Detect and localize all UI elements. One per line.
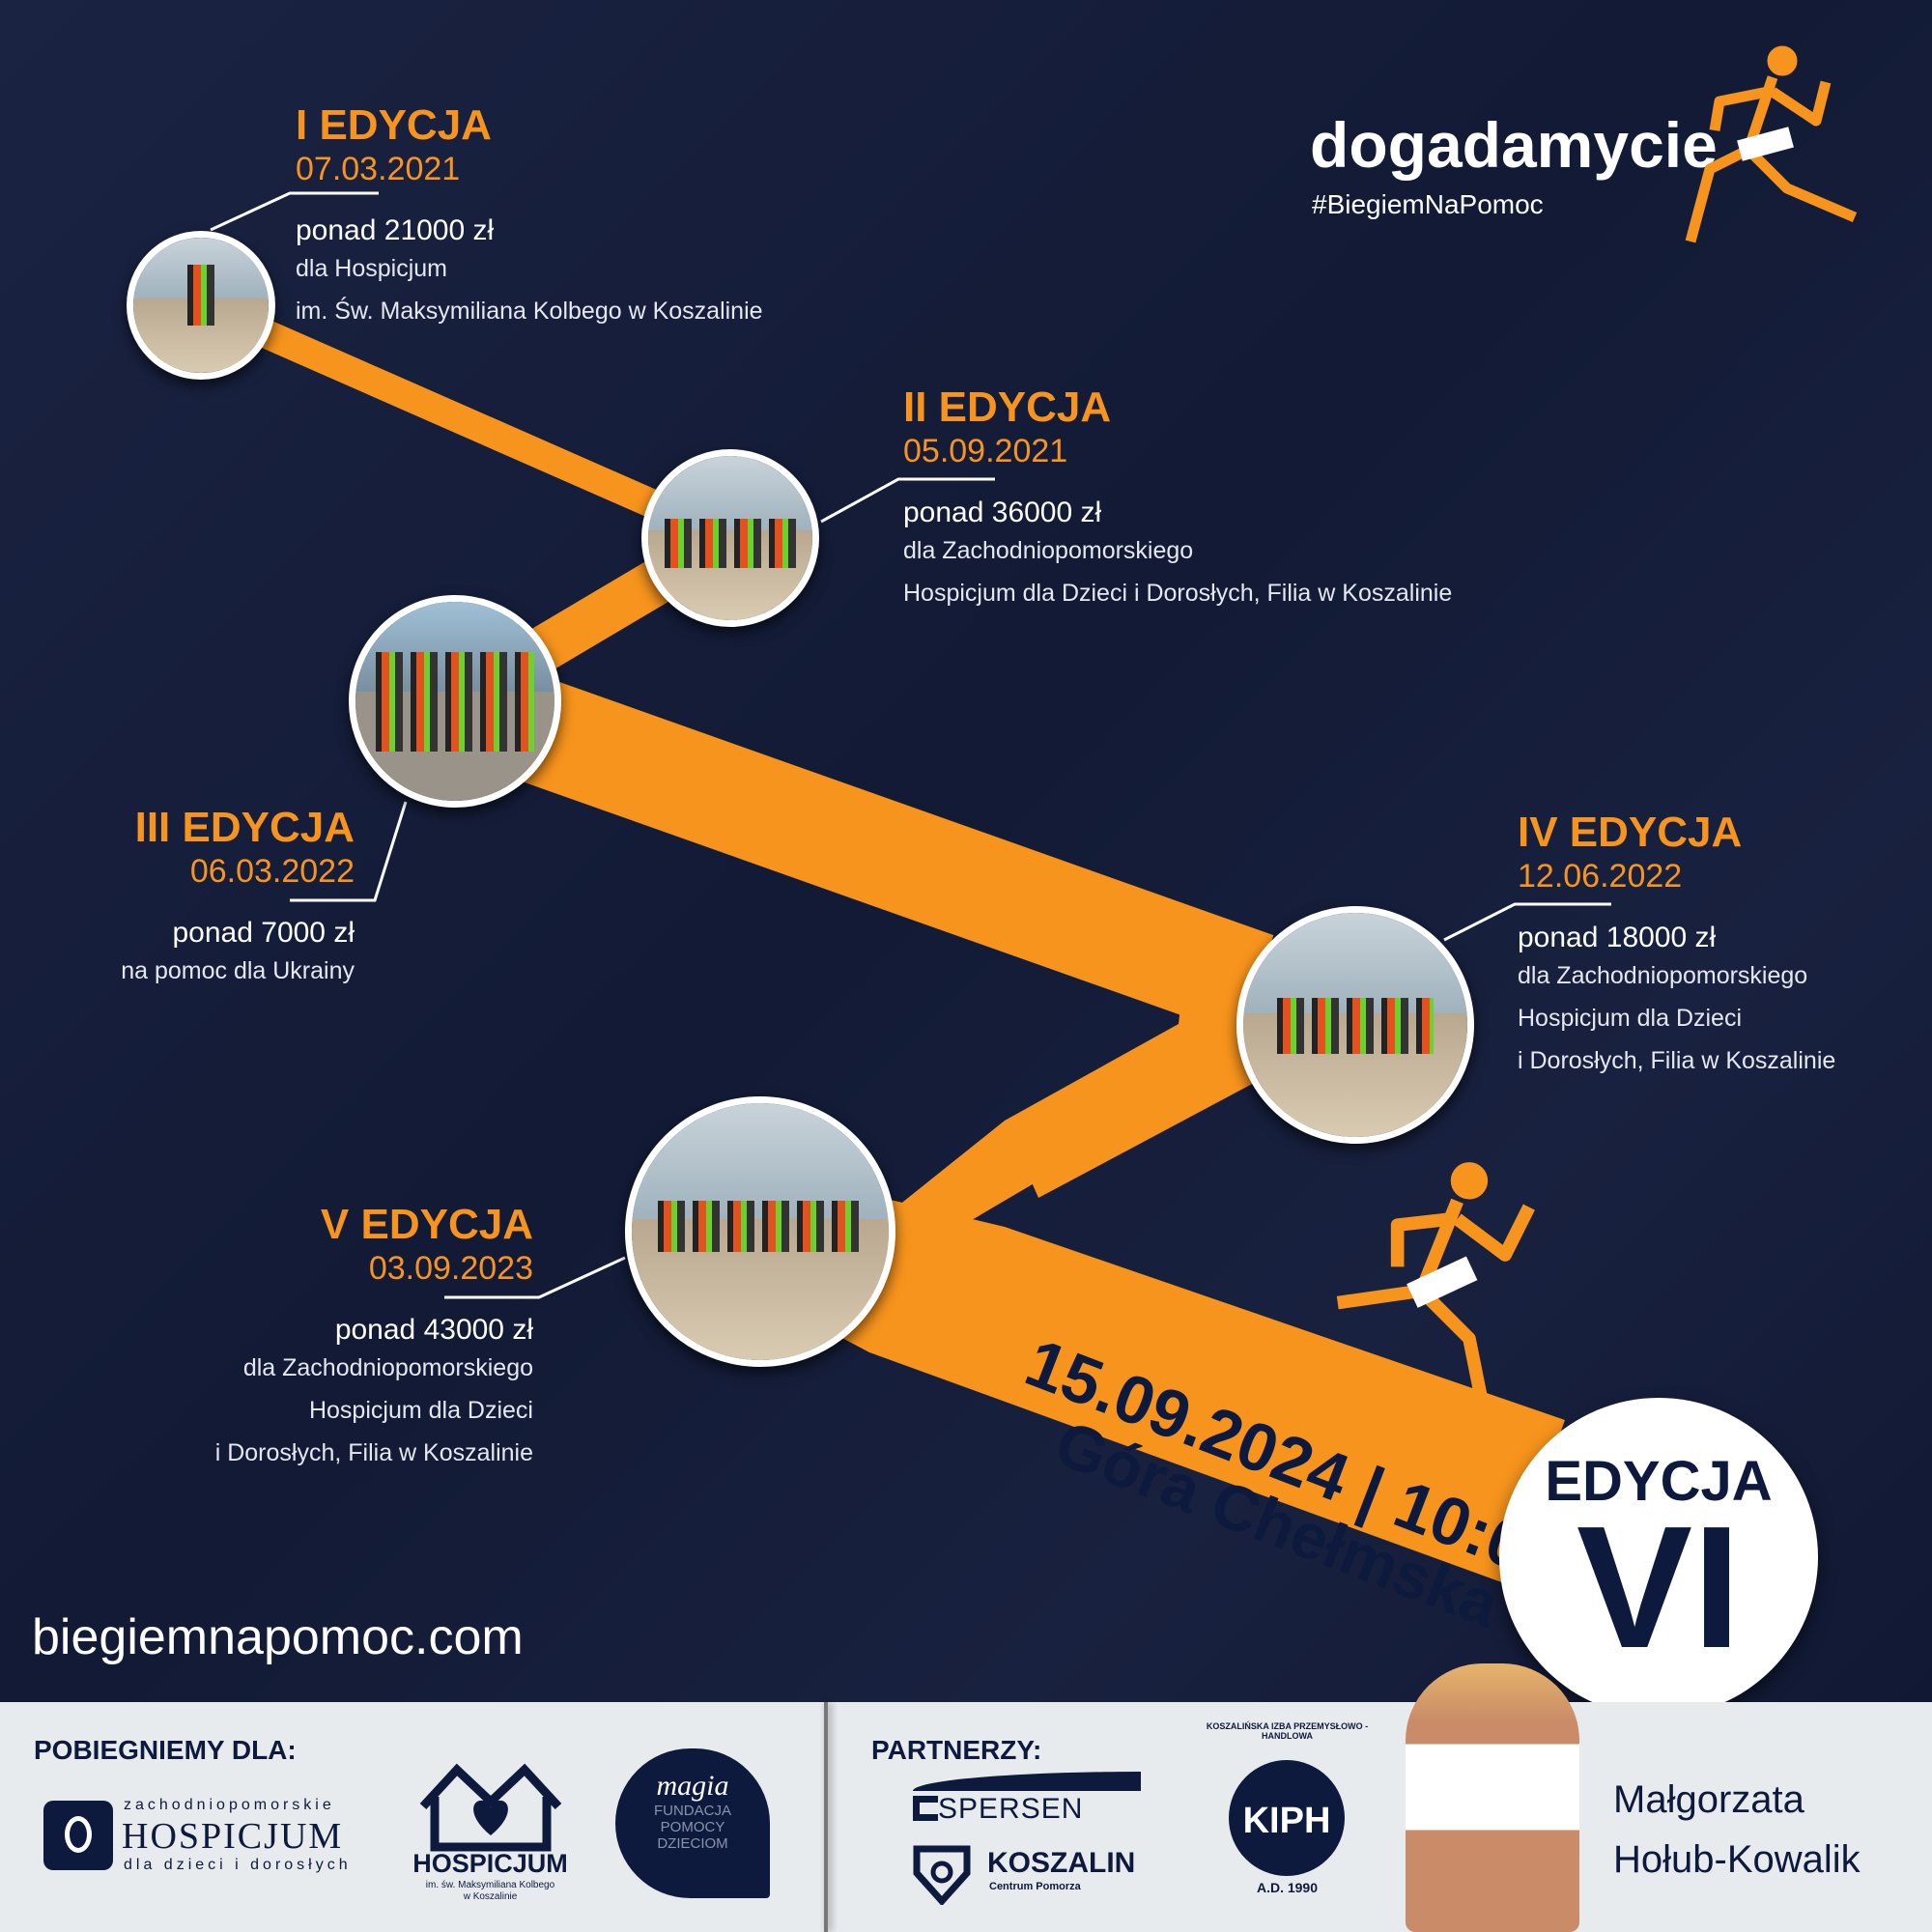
- edition-desc: dla Zachodniopomorskiego: [903, 537, 1194, 564]
- espersen-logo: SPERSEN: [913, 1793, 1083, 1826]
- magia-foundation-logo: magia FUNDACJA POMOCY DZIECIOM: [615, 1748, 770, 1898]
- path-segment: [811, 937, 1256, 1275]
- edition-5-info: V EDYCJA 03.09.2023 ponad 43000 zł dla Z…: [50, 1204, 533, 1474]
- edition-date: 03.09.2023: [368, 1250, 533, 1287]
- leader-line: [210, 191, 379, 232]
- edition-date: 07.03.2021: [296, 151, 461, 187]
- edition-desc: Hospicjum dla Dzieci i Dorosłych, Filia …: [903, 580, 1453, 607]
- edition-title: II EDYCJA: [903, 384, 1112, 431]
- hashtag: #BiegiemNaPomoc: [1312, 189, 1544, 219]
- edition-vi-badge: EDYCJA VI: [1499, 1398, 1818, 1717]
- edition-desc: i Dorosłych, Filia w Koszalinie: [214, 1439, 533, 1466]
- hospice-logo-main: HOSPICJUM: [122, 1816, 344, 1857]
- leader-line: [290, 801, 408, 902]
- edition-desc: i Dorosłych, Filia w Koszalinie: [1518, 1047, 1836, 1074]
- edition-desc: dla Zachodniopomorskiego: [1518, 962, 1808, 989]
- koszalin-sub: Centrum Pomorza: [989, 1881, 1081, 1892]
- path-segment: [194, 292, 737, 552]
- edition-2-info: II EDYCJA 05.09.2021 ponad 36000 zł dla …: [903, 386, 1452, 614]
- edition-desc: dla Zachodniopomorskiego: [242, 1354, 533, 1381]
- ambassador-last-name: Hołub-Kowalik: [1613, 1838, 1861, 1881]
- edition-1-photo: [127, 231, 275, 380]
- kiph-logo: KIPH A.D. 1990 KOSZALIŃSKA IZBA PRZEMYSŁ…: [1198, 1721, 1377, 1900]
- edition-4-photo: [1236, 906, 1474, 1144]
- ambassador-name: Małgorzata Hołub-Kowalik: [1613, 1770, 1861, 1889]
- footer: POBIEGNIEMY DLA: zachodniopomorskie HOSP…: [0, 1663, 1932, 1932]
- edition-desc: Hospicjum dla Dzieci: [1518, 1005, 1743, 1032]
- edition-date: 05.09.2021: [903, 433, 1068, 469]
- edition-3-info: III EDYCJA 06.03.2022 ponad 7000 zł na p…: [0, 807, 355, 992]
- magia-script: magia: [656, 1770, 729, 1802]
- hospice-kolbe-sub: im. św. Maksymiliana Kolbego: [425, 1880, 555, 1890]
- edition-number: VI: [1576, 1491, 1742, 1685]
- edition-date: 06.03.2022: [189, 853, 355, 890]
- kiph-year: A.D. 1990: [1256, 1880, 1319, 1895]
- magia-line: FUNDACJA: [653, 1803, 731, 1819]
- leader-line: [1443, 902, 1611, 942]
- edition-label: EDYCJA: [1545, 1450, 1773, 1513]
- hospice-logo-sub: dla dzieci i dorosłych: [124, 1857, 352, 1873]
- website-link[interactable]: biegiemnapomoc.com: [32, 1609, 524, 1665]
- hospice-logo-icon: [43, 1801, 113, 1870]
- edition-title: V EDYCJA: [320, 1201, 533, 1248]
- hospice-logo-top: zachodniopomorskie: [124, 1797, 335, 1813]
- edition-amount: ponad 7000 zł: [172, 917, 355, 949]
- edition-amount: ponad 43000 zł: [334, 1314, 533, 1346]
- magia-line: POMOCY: [660, 1819, 725, 1835]
- edition-desc: im. Św. Maksymiliana Kolbego w Koszalini…: [296, 298, 763, 325]
- edition-desc: Hospicjum dla Dzieci: [308, 1397, 533, 1424]
- hospice-kolbe-sub2: w Koszalinie: [463, 1891, 518, 1902]
- espersen-text: SPERSEN: [938, 1793, 1084, 1825]
- runner-icon: [1685, 45, 1858, 243]
- ambassador-photo: [1406, 1663, 1579, 1932]
- footer-divider: [824, 1702, 828, 1932]
- edition-4-info: IV EDYCJA 12.06.2022 ponad 18000 zł dla …: [1518, 811, 1835, 1082]
- edition-3-photo: [349, 595, 561, 808]
- edition-5-photo: [625, 1096, 895, 1367]
- edition-title: I EDYCJA: [296, 101, 492, 149]
- koszalin-crest-icon: [913, 1845, 971, 1905]
- edition-amount: ponad 18000 zł: [1518, 922, 1717, 953]
- hospice-kolbe-house-icon: [419, 1763, 562, 1852]
- edition-amount: ponad 36000 zł: [903, 497, 1102, 528]
- edition-date: 12.06.2022: [1518, 858, 1683, 895]
- leader-line: [820, 477, 995, 524]
- edition-amount: ponad 21000 zł: [296, 214, 495, 246]
- hospice-kolbe-main: HOSPICJUM: [412, 1849, 568, 1878]
- path-segment: [437, 651, 1274, 1036]
- runner-icon: [1336, 1162, 1535, 1400]
- path-segment: [760, 1169, 1565, 1584]
- edition-2-photo: [641, 449, 819, 627]
- magia-line: DZIECIOM: [657, 1835, 728, 1852]
- kiph-text: KIPH: [1242, 1801, 1331, 1841]
- edition-desc: dla Hospicjum: [296, 255, 448, 282]
- kiph-ring-text: KOSZALIŃSKA IZBA PRZEMYSŁOWO - HANDLOWA: [1206, 1721, 1369, 1741]
- edition-title: III EDYCJA: [134, 804, 355, 851]
- edition-title: IV EDYCJA: [1518, 809, 1743, 856]
- edition-desc: na pomoc dla Ukrainy: [121, 957, 355, 984]
- edition-1-info: I EDYCJA 07.03.2021 ponad 21000 zł dla H…: [296, 104, 763, 332]
- partners-label: PARTNERZY:: [871, 1735, 1042, 1765]
- espersen-wave: [913, 1772, 1141, 1791]
- ambassador-first-name: Małgorzata: [1613, 1778, 1804, 1821]
- leader-line: [444, 1256, 626, 1299]
- brand-logo: dogadamycie: [1310, 109, 1718, 181]
- beneficiaries-label: POBIEGNIEMY DLA:: [34, 1735, 297, 1765]
- koszalin-logo: KOSZALIN: [987, 1847, 1136, 1879]
